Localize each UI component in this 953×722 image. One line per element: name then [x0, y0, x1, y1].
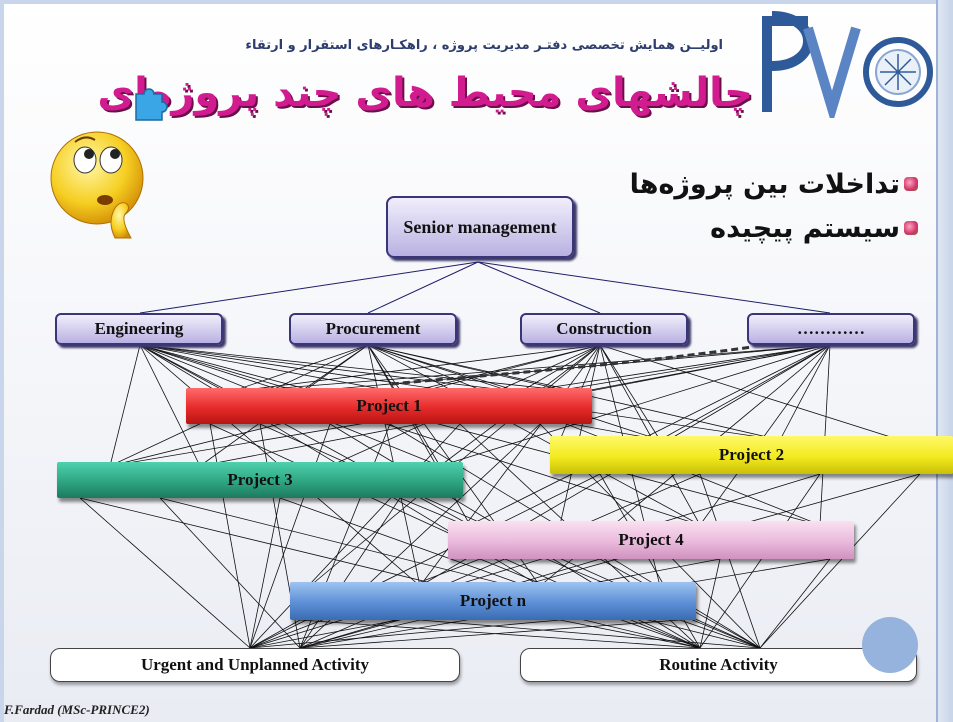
connector-line [679, 619, 761, 649]
project-label: Project 2 [718, 445, 785, 464]
dept-label: Construction [556, 319, 652, 338]
connector-line [559, 344, 601, 526]
connector-line [439, 344, 831, 467]
connector-line [469, 344, 831, 526]
connector-line [249, 497, 281, 649]
connector-line [419, 344, 601, 393]
connector-line [229, 344, 369, 393]
connector-line [699, 473, 761, 649]
project-4-bar: Project 4 [448, 521, 854, 559]
dept-more-box: ………… [747, 313, 915, 345]
connector-line [139, 344, 521, 393]
frame-right [936, 0, 953, 722]
frame-top [0, 0, 953, 4]
dept-label: ………… [797, 319, 865, 338]
bullet-item: سیستم پیچیده [630, 206, 918, 250]
project-label: Project n [459, 591, 527, 610]
connector-line [249, 619, 301, 649]
connector-line [299, 619, 421, 649]
decorative-circle [862, 617, 918, 673]
connector-line [367, 344, 701, 526]
urgent-activity-box: Urgent and Unplanned Activity [50, 648, 460, 682]
connector-line [419, 619, 761, 649]
connector-line [819, 344, 831, 526]
bullet-list: تداخلات بین پروژه‌ها سیستم پیچیده [630, 162, 918, 250]
project-1-bar: Project 1 [186, 388, 592, 424]
connector-line [209, 423, 251, 649]
connector-line [139, 344, 581, 393]
connector-line [139, 344, 701, 526]
project-label: Project 3 [227, 470, 293, 489]
thinking-smiley-icon [50, 131, 144, 239]
connector-line [249, 423, 461, 649]
project-n-bar: Project n [290, 582, 696, 620]
connector-line [659, 344, 831, 441]
senior-management-box: Senior management [386, 196, 574, 258]
connector-line [699, 344, 831, 526]
flower-bullet-icon [904, 177, 918, 191]
project-label: Project 1 [356, 396, 422, 415]
connector-line [299, 473, 701, 649]
bullet-text: سیستم پیچیده [710, 212, 900, 244]
activity-label: Routine Activity [659, 655, 778, 674]
connector-line [699, 473, 821, 649]
slide-title: چالشهای محیط های چند پروژه‌ای [97, 70, 753, 116]
connector-line [109, 344, 141, 467]
connector-line [249, 423, 331, 649]
bullet-item: تداخلات بین پروژه‌ها [630, 162, 918, 206]
footer-author: F.Fardad (MSc-PRINCE2) [4, 702, 150, 717]
activity-label: Urgent and Unplanned Activity [140, 655, 370, 674]
connector-line [159, 497, 761, 649]
dept-label: Procurement [325, 319, 421, 338]
connector-line [299, 619, 701, 649]
flower-bullet-icon [904, 221, 918, 235]
routine-activity-box: Routine Activity [520, 648, 917, 682]
dept-label: Engineering [94, 319, 184, 338]
connector-line [229, 344, 601, 393]
bullet-text: تداخلات بین پروژه‌ها [629, 168, 900, 200]
connector-line [519, 344, 831, 393]
pmo-logo-icon [762, 11, 933, 118]
project-label: Project 4 [618, 530, 684, 549]
connector-line [249, 619, 561, 649]
connector-line [159, 497, 301, 649]
frame-left [0, 0, 4, 722]
connector-line [139, 344, 301, 393]
connector-line [299, 497, 401, 649]
connector-line [279, 497, 701, 649]
connector-line [299, 344, 831, 393]
project-2-bar: Project 2 [550, 436, 953, 474]
connector-line [139, 344, 821, 526]
connector-line [299, 619, 681, 649]
connector-line [229, 344, 831, 393]
conference-subtitle: اولیــن همایش تخصصی دفتـر مدیریت پروژه ،… [245, 38, 723, 53]
connector-line [759, 473, 921, 649]
project-3-bar: Project 3 [57, 462, 463, 498]
senior-management-label: Senior management [403, 217, 557, 237]
dept-engineering-box: Engineering [55, 313, 223, 345]
connector-line [559, 619, 701, 649]
connector-line [699, 558, 721, 649]
connector-line [599, 344, 661, 441]
connector-line [79, 497, 251, 649]
connector-line [759, 558, 831, 649]
dept-procurement-box: Procurement [289, 313, 457, 345]
dept-construction-box: Construction [520, 313, 688, 345]
puzzle-piece-icon [135, 88, 168, 121]
connector-line [779, 344, 831, 441]
